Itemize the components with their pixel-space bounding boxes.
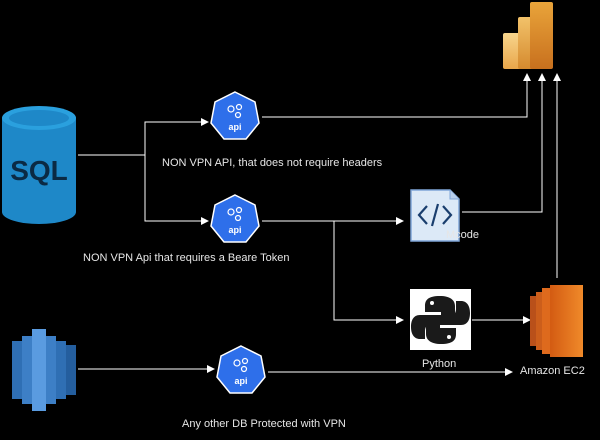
label-amazon-ec2: Amazon EC2 (520, 365, 585, 377)
api-icon-top: api (210, 91, 260, 140)
code-file-icon (410, 189, 460, 242)
api-icon-middle: api (210, 194, 260, 243)
api-icon-bottom: api (216, 345, 266, 394)
vpn-database-icon (12, 329, 76, 411)
connector-mcode-to-powerbi (462, 73, 546, 213)
power-bi-icon (503, 2, 553, 69)
sql-database-icon: SQL (2, 106, 76, 224)
connector-sql-to-api2 (144, 155, 209, 225)
amazon-ec2-icon (530, 285, 583, 357)
label-non-vpn-api-bearer: NON VPN Api that requires a Beare Token (83, 252, 290, 264)
label-non-vpn-api-no-headers: NON VPN API, that does not require heade… (162, 157, 383, 169)
connectors (78, 73, 561, 376)
api-text-bottom: api (234, 376, 247, 386)
python-icon (410, 289, 471, 350)
sql-text: SQL (10, 155, 68, 186)
api-text-middle: api (228, 225, 241, 235)
connector-sql-to-api1 (144, 118, 209, 155)
label-mcode: Mcode (446, 229, 480, 241)
label-vpn-db: Any other DB Protected with VPN (182, 418, 346, 430)
api-text-top: api (228, 122, 241, 132)
connector-api1-to-powerbi (262, 73, 531, 118)
connector-api2-to-python (333, 221, 404, 324)
label-python: Python (422, 358, 457, 370)
